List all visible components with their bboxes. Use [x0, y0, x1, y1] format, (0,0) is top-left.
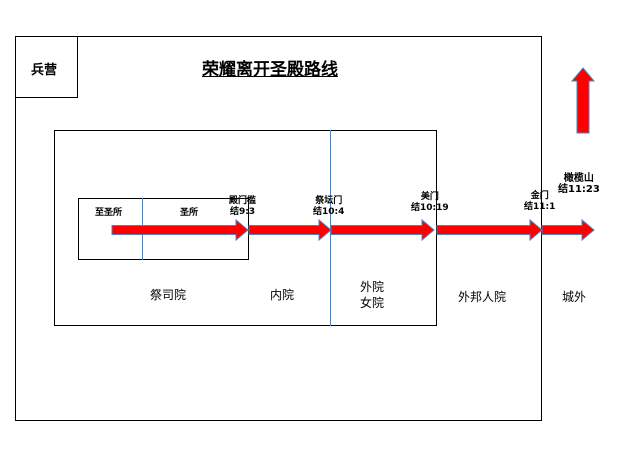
checkpoint-mount-olives-name: 橄榄山 — [563, 173, 594, 184]
checkpoint-threshold-verse: 结9:3 — [229, 207, 256, 217]
route-arrow-5 — [541, 218, 595, 242]
area-outer-court: 外院 女院 — [360, 279, 384, 311]
area-priests-court: 祭司院 — [150, 288, 187, 302]
route-arrow-3 — [330, 218, 435, 242]
route-arrow-1 — [111, 218, 249, 242]
route-arrow-2 — [248, 218, 332, 242]
area-inner-court: 内院 — [270, 288, 295, 302]
up-arrow-icon — [570, 67, 596, 134]
checkpoint-altar-gate: 祭坛门 结10:4 — [313, 196, 344, 218]
route-arrow-4 — [436, 218, 543, 242]
checkpoint-threshold-gate: 殿门槛 — [229, 196, 257, 206]
checkpoint-beautiful-gate: 美门 结10:19 — [411, 192, 449, 214]
area-gentiles-court: 外邦人院 — [458, 290, 507, 304]
page-title: 荣耀离开圣殿路线 — [202, 60, 338, 80]
barracks-label: 兵营 — [31, 63, 58, 78]
checkpoint-altar-gate-verse: 结10:4 — [313, 207, 345, 217]
checkpoint-beautiful-gate-verse: 结10:19 — [411, 203, 449, 213]
holiest-place-label: 至圣所 — [95, 208, 123, 218]
checkpoint-golden-gate-verse: 结11:1 — [524, 202, 556, 212]
barracks-box — [15, 36, 78, 98]
checkpoint-golden-gate: 金门 结11:1 — [524, 191, 555, 213]
checkpoint-golden-gate-name: 金门 — [530, 191, 549, 201]
area-outer-court-line1: 外院 — [360, 280, 385, 294]
area-outside-city: 城外 — [562, 290, 587, 304]
area-outer-court-line2: 女院 — [360, 296, 385, 310]
checkpoint-mount-olives: 橄榄山 结11:23 — [558, 173, 600, 195]
checkpoint-mount-olives-verse: 结11:23 — [558, 184, 600, 195]
checkpoint-threshold: 殿门槛 结9:3 — [229, 196, 256, 218]
holy-place-label: 圣所 — [180, 208, 199, 218]
checkpoint-altar-gate-name: 祭坛门 — [315, 196, 343, 206]
checkpoint-beautiful-gate-name: 美门 — [420, 192, 439, 202]
